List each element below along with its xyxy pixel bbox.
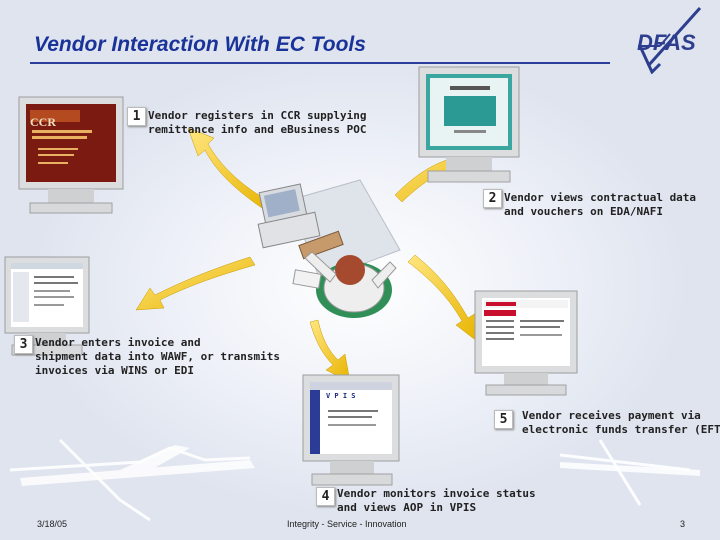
person-at-computer-illustration	[250, 170, 430, 340]
ccr-monitor	[18, 96, 126, 214]
vpis-screen-title: V P I S	[326, 392, 356, 400]
step-2-line-2: and vouchers on EDA/NAFI	[504, 205, 663, 219]
step-3-line-3: invoices via WINS or EDI	[35, 364, 194, 378]
step-4-badge: 4	[316, 487, 335, 506]
ccr-screen-title: CCR	[30, 115, 56, 129]
step-1-line-2: remittance info and eBusiness POC	[148, 123, 367, 137]
footer-motto: Integrity - Service - Innovation	[287, 519, 407, 529]
arrow-to-wawf	[136, 257, 255, 310]
step-3-line-1: Vendor enters invoice and	[35, 336, 201, 350]
step-1-badge: 1	[127, 107, 146, 126]
eda-monitor	[418, 66, 522, 184]
step-5-line-1: Vendor receives payment via	[522, 409, 701, 423]
step-1-line-1: Vendor registers in CCR supplying	[148, 109, 367, 123]
step-3-badge: 3	[14, 335, 33, 354]
footer-date: 3/18/05	[37, 519, 67, 529]
step-4-line-2: and views AOP in VPIS	[337, 501, 476, 515]
step-5-badge: 5	[494, 410, 513, 429]
step-4-line-1: Vendor monitors invoice status	[337, 487, 536, 501]
vpis-monitor	[302, 374, 402, 486]
footer-page-number: 3	[680, 519, 685, 529]
step-5-line-2: electronic funds transfer (EFT)	[522, 423, 720, 437]
step-2-line-1: Vendor views contractual data	[504, 191, 696, 205]
step-3-line-2: shipment data into WAWF, or transmits	[35, 350, 280, 364]
step-2-badge: 2	[483, 189, 502, 208]
bank-monitor	[474, 290, 580, 396]
